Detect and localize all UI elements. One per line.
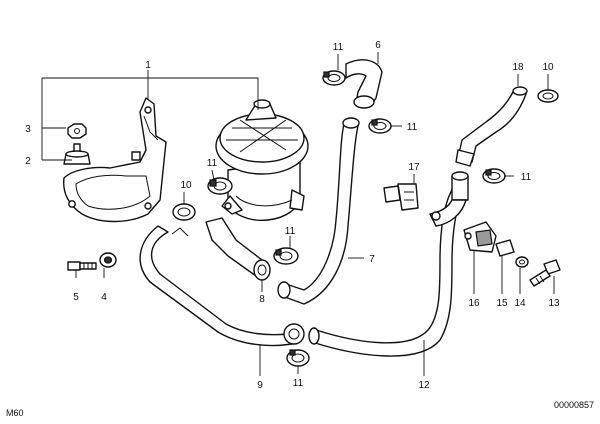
callout-labels: 1 2 3 4 5 6 7 8 9 10 10 11 11 11 11 11 1… xyxy=(25,40,560,391)
callout-11-pump: 11 xyxy=(207,158,218,169)
callout-6: 6 xyxy=(375,40,381,51)
bolt-part-5 xyxy=(67,261,97,271)
callout-10-left: 10 xyxy=(180,180,192,191)
callout-11-upper-mid: 11 xyxy=(407,122,418,133)
air-hose-part-7 xyxy=(277,117,360,305)
callout-13: 13 xyxy=(548,298,560,309)
callout-8: 8 xyxy=(259,294,265,305)
electrical-connector-part-17 xyxy=(383,183,419,211)
sleeve-part-15 xyxy=(495,239,515,257)
hose-clamp-11-bottom xyxy=(286,349,310,367)
callout-5: 5 xyxy=(73,292,79,303)
washer-part-14 xyxy=(515,256,529,268)
leader-lines xyxy=(41,52,555,376)
nut-part-3 xyxy=(67,123,87,139)
callout-11-top: 11 xyxy=(333,42,344,53)
callout-7: 7 xyxy=(369,254,375,265)
callout-18: 18 xyxy=(512,62,524,73)
rubber-mount-part-2 xyxy=(63,143,91,165)
air-hose-part-6 xyxy=(345,59,383,109)
check-valve-assembly xyxy=(429,171,469,227)
callout-4: 4 xyxy=(101,292,107,303)
callout-16: 16 xyxy=(468,298,480,309)
hose-clamp-pump xyxy=(207,177,233,195)
callout-14: 14 xyxy=(514,298,526,309)
callout-12: 12 xyxy=(418,380,430,391)
secondary-air-pump xyxy=(215,99,309,221)
hose-clamp-10-left xyxy=(172,203,196,221)
hose-clamp-11-upper-mid xyxy=(368,118,392,134)
callout-9: 9 xyxy=(257,380,263,391)
hose-clamp-10-right xyxy=(537,89,559,103)
callout-17: 17 xyxy=(408,162,420,173)
callout-11-right: 11 xyxy=(521,172,532,183)
diagram-code-right: 00000857 xyxy=(554,400,594,410)
air-hose-part-9 xyxy=(139,225,305,347)
callout-3: 3 xyxy=(25,124,31,135)
callout-10-right: 10 xyxy=(542,62,554,73)
callout-11-mid: 11 xyxy=(285,226,296,237)
hose-clamp-11-right xyxy=(482,168,506,184)
spacer-part-4 xyxy=(99,252,117,268)
air-hose-part-18 xyxy=(455,86,528,167)
diagram-code-left: M60 xyxy=(6,408,24,418)
callout-1: 1 xyxy=(145,60,151,71)
air-valve-part-16 xyxy=(463,221,497,253)
callout-15: 15 xyxy=(496,298,508,309)
hose-clamp-11-top xyxy=(322,70,346,86)
callout-11-bottom: 11 xyxy=(293,378,304,389)
callout-2: 2 xyxy=(25,156,31,167)
pump-bracket xyxy=(63,97,167,223)
air-hose-part-8 xyxy=(205,217,271,281)
hose-clamp-11-mid xyxy=(273,247,299,265)
screw-part-13 xyxy=(529,259,561,287)
